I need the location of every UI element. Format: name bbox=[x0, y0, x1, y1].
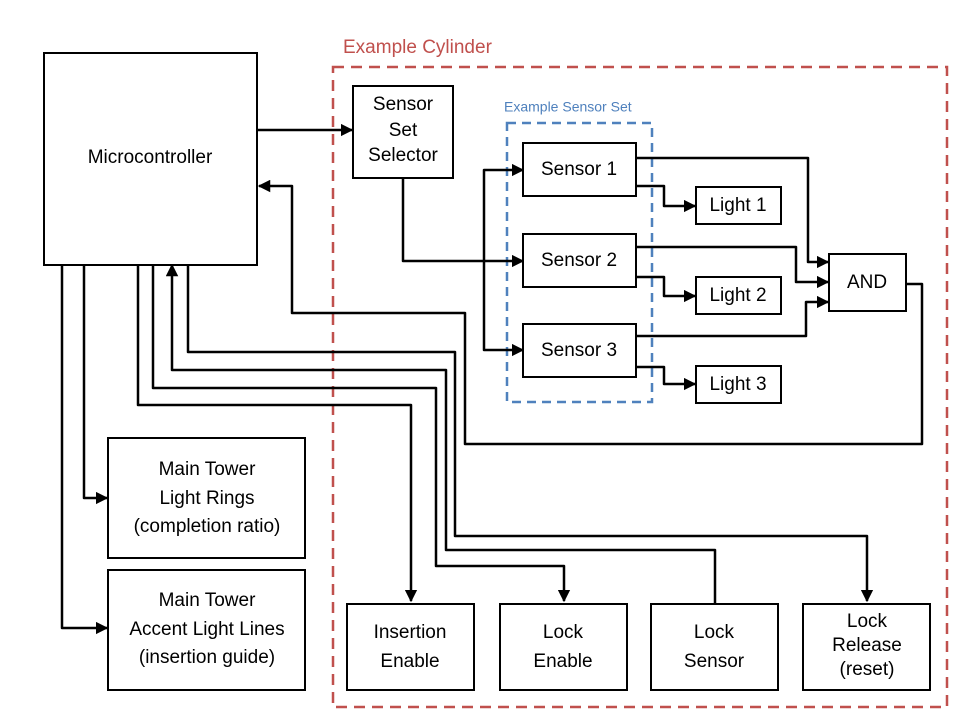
lock-enable-label-line-2: Enable bbox=[533, 651, 592, 672]
insertion-enable-label-line-1: Insertion bbox=[374, 622, 447, 643]
light-rings-label-line-3: (completion ratio) bbox=[134, 516, 281, 537]
accent-light-lines-label-line-2: Accent Light Lines bbox=[129, 619, 284, 640]
insertion-enable-label-line-2: Enable bbox=[380, 651, 439, 672]
and-gate-label: AND bbox=[847, 272, 887, 293]
node-light-2: Light 2 bbox=[695, 276, 782, 315]
node-main-tower-light-rings: Main Tower Light Rings (completion ratio… bbox=[107, 437, 306, 559]
microcontroller-label: Microcontroller bbox=[88, 147, 213, 168]
example-cylinder-label: Example Cylinder bbox=[343, 37, 493, 58]
example-sensor-set-border bbox=[505, 121, 654, 404]
edge-sensor-2-to-light-2 bbox=[636, 275, 697, 303]
edge-selector-to-sensor-3 bbox=[482, 261, 525, 357]
node-sensor-3: Sensor 3 bbox=[522, 323, 637, 378]
sensor-2-label: Sensor 2 bbox=[541, 250, 617, 271]
edge-sensor-3-to-and bbox=[636, 295, 830, 338]
sensor-set-selector-label-line-3: Selector bbox=[368, 145, 438, 166]
lock-sensor-label-line-2: Sensor bbox=[684, 651, 745, 672]
node-sensor-1: Sensor 1 bbox=[522, 142, 637, 197]
sensor-set-selector-label-line-2: Set bbox=[389, 120, 418, 141]
edge-sensor-2-to-and bbox=[636, 245, 830, 289]
lock-release-label-line-3: (reset) bbox=[840, 659, 895, 680]
edge-selector-to-sensor-2 bbox=[401, 178, 525, 268]
edge-and-to-microcontroller bbox=[257, 179, 924, 446]
sensor-3-label: Sensor 3 bbox=[541, 340, 617, 361]
edge-microcontroller-to-lock-release bbox=[186, 266, 874, 603]
node-light-1: Light 1 bbox=[695, 186, 782, 225]
light-1-label: Light 1 bbox=[709, 195, 766, 216]
edge-microcontroller-to-lock-enable bbox=[151, 266, 571, 603]
connections bbox=[60, 123, 924, 635]
node-lock-enable: Lock Enable bbox=[499, 603, 628, 691]
light-3-label: Light 3 bbox=[709, 374, 766, 395]
group-example-sensor-set: Example Sensor Set bbox=[504, 99, 654, 404]
lock-enable-label-line-1: Lock bbox=[543, 622, 584, 643]
node-sensor-2: Sensor 2 bbox=[522, 233, 637, 288]
edge-microcontroller-to-accent-light-lines bbox=[60, 266, 109, 635]
sensor-1-label: Sensor 1 bbox=[541, 159, 617, 180]
edge-sensor-1-to-and bbox=[636, 156, 830, 269]
edge-lock-sensor-to-microcontroller bbox=[165, 263, 717, 604]
light-rings-label-line-1: Main Tower bbox=[159, 459, 256, 480]
lock-sensor-label-line-1: Lock bbox=[694, 622, 735, 643]
example-sensor-set-label: Example Sensor Set bbox=[504, 99, 632, 115]
node-lock-sensor: Lock Sensor bbox=[650, 603, 779, 691]
light-rings-label-line-2: Light Rings bbox=[159, 488, 254, 509]
node-insertion-enable: Insertion Enable bbox=[346, 603, 475, 691]
node-sensor-set-selector: Sensor Set Selector bbox=[352, 85, 454, 179]
edge-microcontroller-to-light-rings bbox=[82, 266, 109, 505]
node-lock-release: Lock Release (reset) bbox=[802, 603, 931, 691]
node-main-tower-accent-light-lines: Main Tower Accent Light Lines (insertion… bbox=[107, 569, 306, 691]
light-2-label: Light 2 bbox=[709, 285, 766, 306]
lock-release-label-line-1: Lock bbox=[847, 611, 888, 632]
lock-release-label-line-2: Release bbox=[832, 635, 902, 656]
node-microcontroller: Microcontroller bbox=[43, 52, 258, 266]
accent-light-lines-label-line-1: Main Tower bbox=[159, 590, 256, 611]
sensor-set-selector-label-line-1: Sensor bbox=[373, 94, 434, 115]
node-light-3: Light 3 bbox=[695, 365, 782, 404]
node-and-gate: AND bbox=[828, 253, 907, 312]
accent-light-lines-label-line-3: (insertion guide) bbox=[139, 647, 275, 668]
edge-sensor-1-to-light-1 bbox=[636, 184, 697, 213]
edge-sensor-3-to-light-3 bbox=[636, 365, 697, 391]
edge-microcontroller-to-insertion-enable bbox=[136, 266, 418, 603]
edge-selector-to-sensor-1 bbox=[482, 163, 525, 261]
